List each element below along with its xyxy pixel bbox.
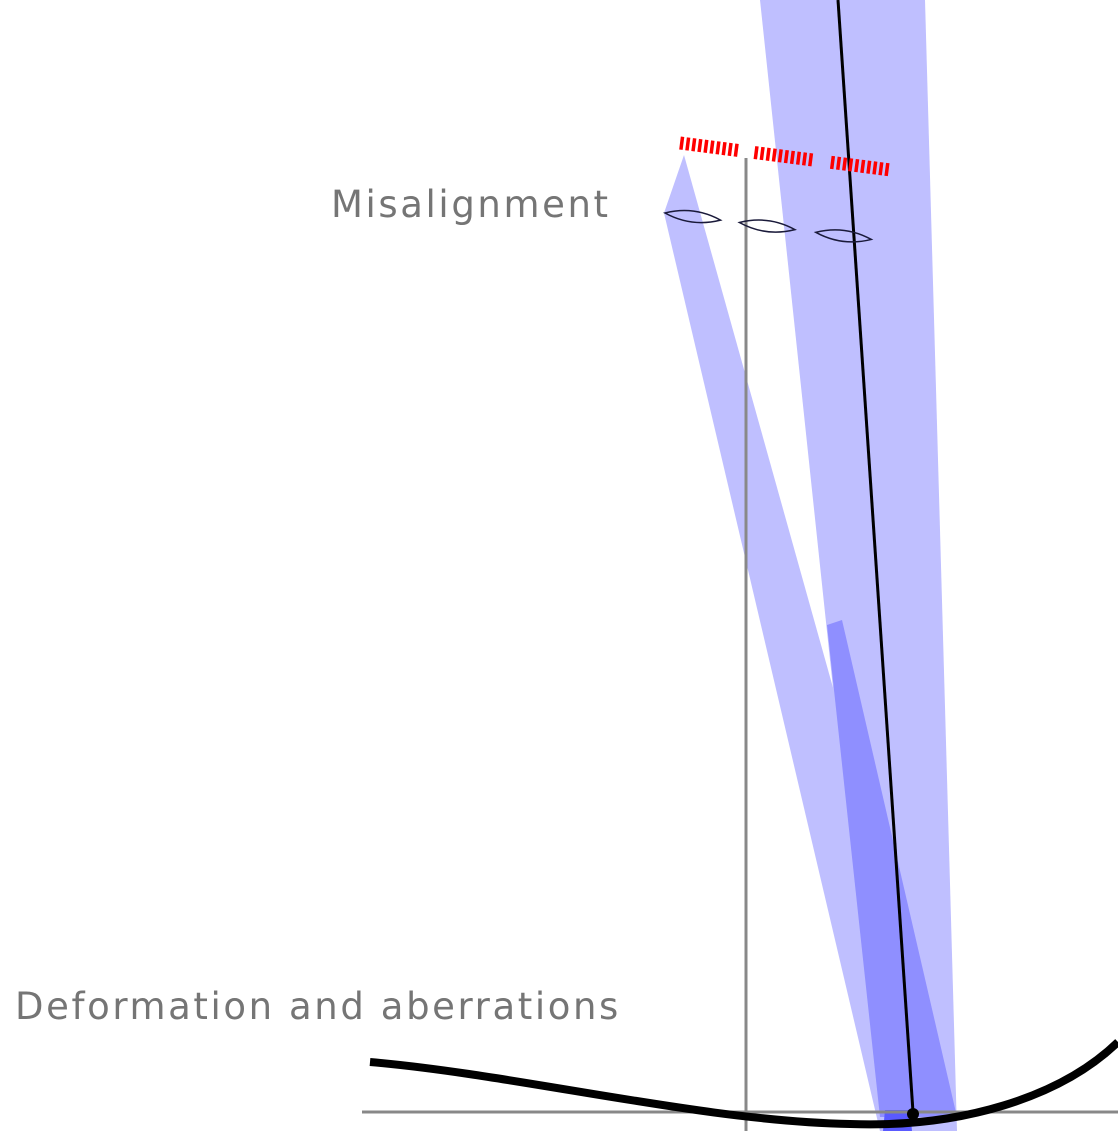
misalignment-label: Misalignment — [331, 183, 611, 226]
deformation-label: Deformation and aberrations — [15, 985, 621, 1028]
sensor-segment — [829, 155, 892, 177]
sensor-segment — [753, 146, 815, 167]
main-light-beam — [760, 0, 957, 1131]
sensor-segment — [679, 136, 741, 158]
lens — [813, 229, 874, 243]
lens — [737, 219, 797, 233]
optical-axis — [836, 0, 915, 1113]
lens — [662, 209, 723, 224]
beam-overlap-region — [827, 620, 957, 1117]
lens-array — [662, 209, 874, 243]
segmented-sensor — [679, 136, 892, 177]
optical-axis-focus-point — [907, 1108, 919, 1120]
mirror-surface — [369, 1039, 1118, 1129]
